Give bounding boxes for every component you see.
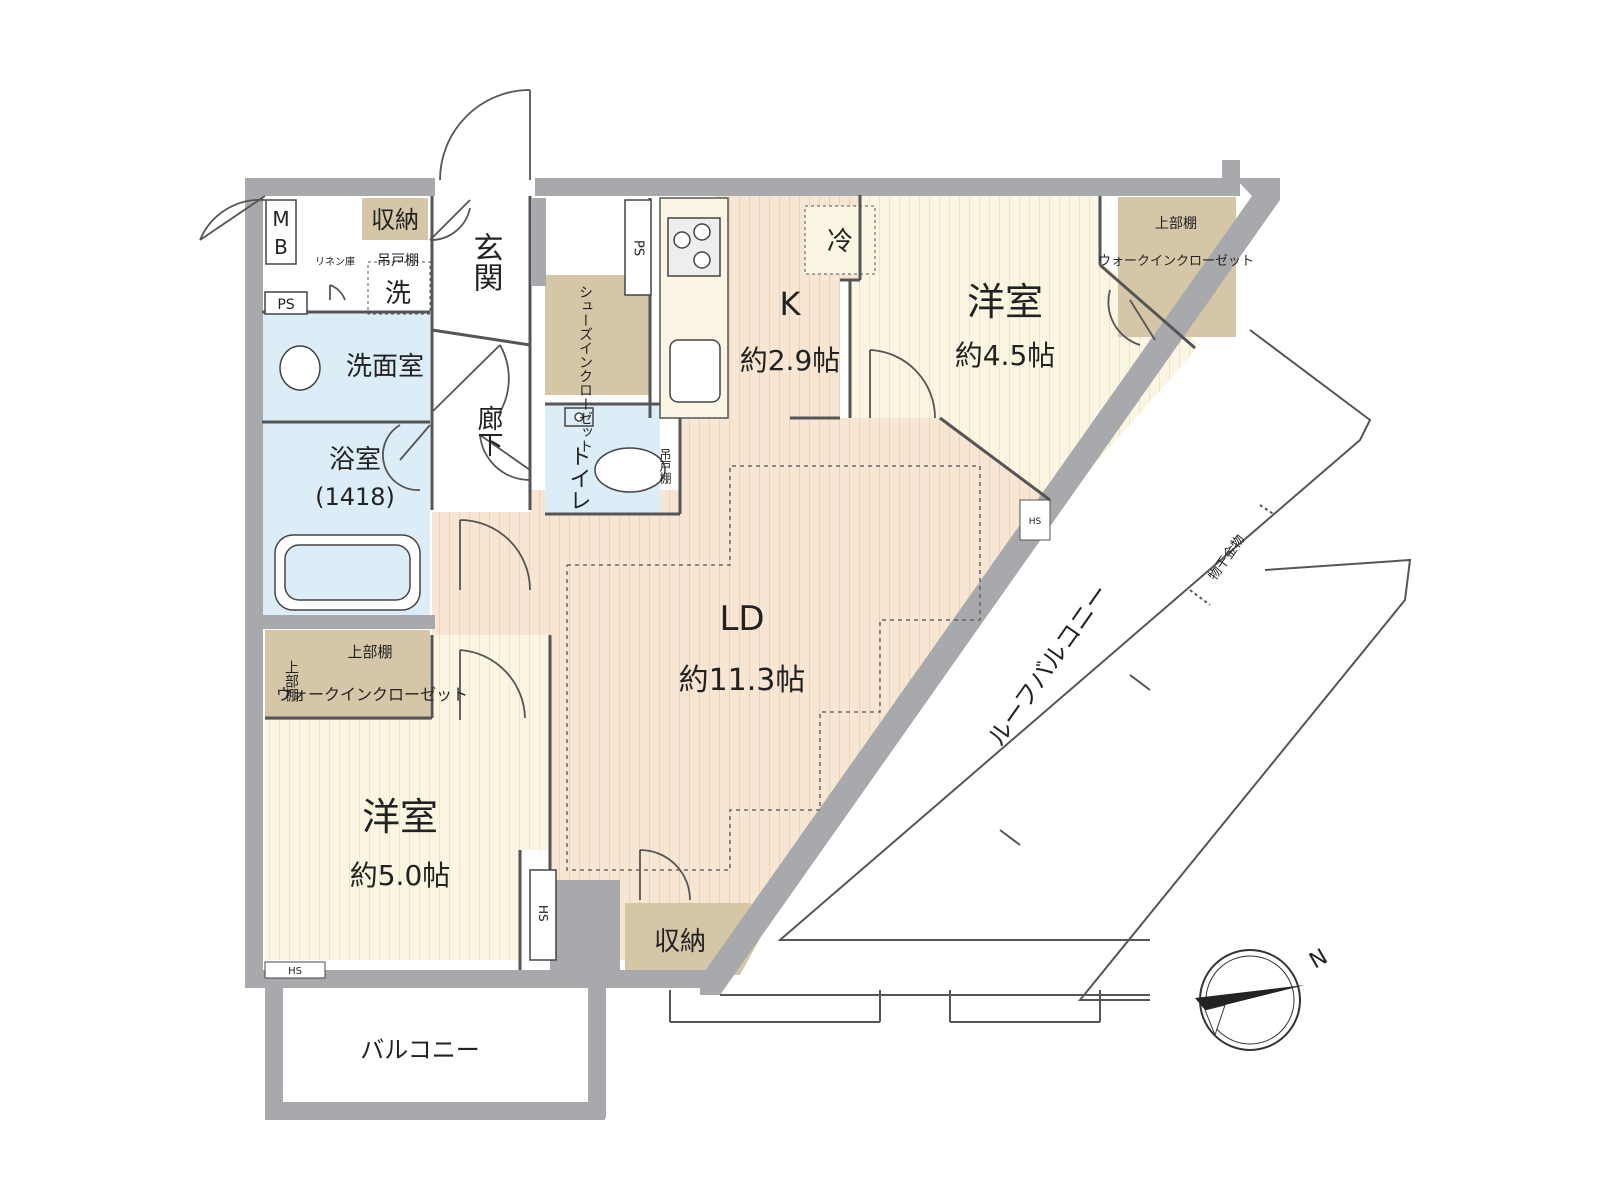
compass-needle [1195, 985, 1305, 1010]
corridor-label: 廊下 [473, 405, 503, 457]
ld-name: LD [719, 599, 764, 639]
compass-north: N [1305, 944, 1332, 974]
hanging-shelf-toilet-label: 吊戸棚 [658, 448, 672, 485]
walk-in-closet-2-label: ウォークインクローゼット [276, 685, 468, 704]
hs-label-2: HS [288, 966, 302, 977]
western-room-1-name: 洋室 [967, 280, 1043, 324]
fridge-box [804, 205, 876, 275]
hs-label-1: HS [536, 905, 550, 922]
washroom-label: 洗面室 [346, 352, 424, 382]
western-room-2-area: 約5.0帖 [350, 859, 451, 892]
storage-bottom-label: 収納 [654, 927, 706, 957]
ld-floor [432, 418, 1050, 960]
ld-area: 約11.3帖 [679, 663, 806, 698]
washbasin [279, 345, 321, 391]
mb-label-b: B [274, 235, 288, 259]
compass: N [1195, 944, 1332, 1051]
ps-label-2: PS [631, 240, 646, 256]
walk-in-closet-1-label: ウォークインクローゼット [1098, 254, 1254, 269]
upper-shelf-2-label: 上部棚 [347, 643, 392, 661]
walls [245, 160, 1280, 1120]
washer-box [367, 261, 431, 315]
doors [199, 89, 1156, 901]
kitchen-name: K [780, 285, 802, 323]
hs-box-1 [529, 869, 557, 961]
sink [669, 339, 721, 403]
roof-balcony [669, 329, 1412, 1023]
drying-rack-label: 物干金物 [1205, 532, 1248, 584]
ps-box-1 [264, 291, 308, 315]
linen-label: リネン庫 [315, 255, 355, 268]
storage-top-box [362, 198, 428, 240]
upper-shelf-1-label: 上部棚 [1155, 216, 1197, 232]
fridge-label: 冷 [827, 227, 853, 257]
upper-shelf-vertical-label: 上部棚 [283, 660, 299, 702]
ps-box-2 [624, 199, 652, 296]
washer-label: 洗 [385, 279, 411, 309]
western-room-2-floor [265, 635, 550, 960]
ld-ceiling-dashed [566, 465, 981, 871]
corridor-floor [432, 330, 530, 510]
walk-in-closet-2-box [265, 630, 430, 720]
toilet-label: トイレ [566, 445, 591, 511]
toilet-bowl [594, 447, 666, 493]
hs-label-3: HS [1029, 517, 1042, 527]
entrance-label: 玄関 [468, 232, 503, 292]
shoes-closet-label: シューズインクローゼット [577, 285, 593, 453]
kitchen-area: 約2.9帖 [740, 344, 841, 377]
roof-balcony-label: ルーフバルコニー [982, 580, 1114, 752]
storage-top-label: 収納 [371, 206, 419, 234]
western-room-2-name: 洋室 [362, 795, 438, 839]
western-room-1-area: 約4.5帖 [955, 339, 1056, 372]
stove [667, 217, 721, 277]
mb-box [265, 199, 297, 265]
entrance-floor [432, 180, 530, 330]
hanging-shelf-label: 吊戸棚 [377, 253, 419, 269]
bath-size: (1418) [315, 483, 395, 511]
hs-box-2 [264, 961, 326, 979]
fixtures [274, 217, 721, 611]
balcony-label: バルコニー [360, 1036, 480, 1064]
mb-label-m: M [272, 207, 289, 231]
ps-label-1: PS [277, 297, 294, 313]
bath-label: 浴室 [329, 445, 381, 475]
thin-walls [262, 195, 1196, 970]
